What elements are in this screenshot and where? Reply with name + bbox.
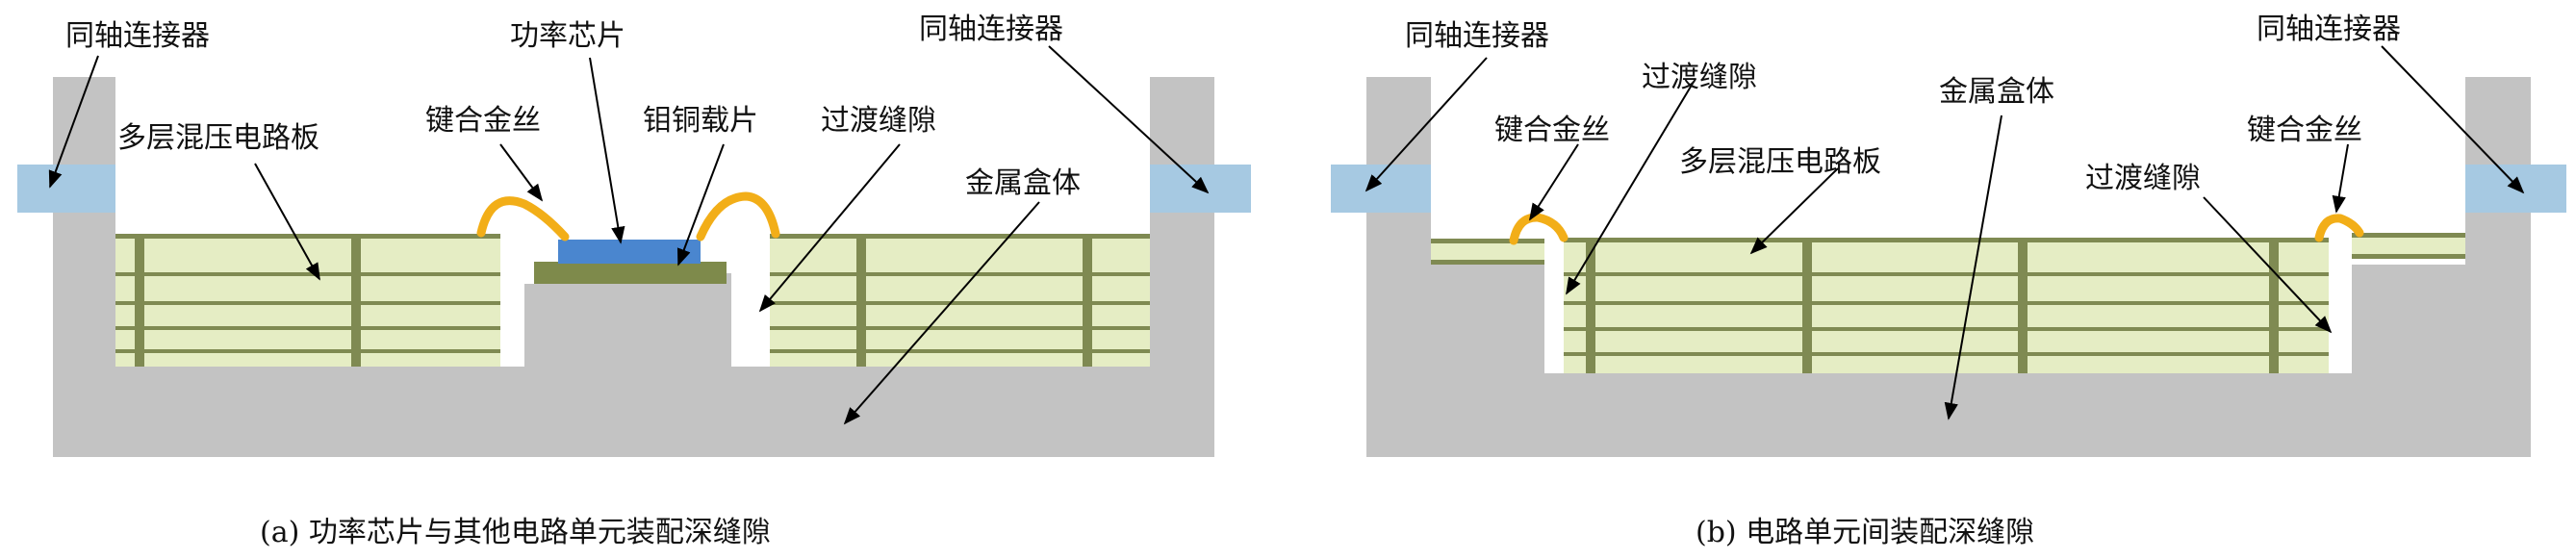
leader-coax-left-a xyxy=(48,55,99,189)
label-gap-a: 过渡缝隙 xyxy=(821,104,936,138)
label-bond-wire-left-b: 键合金丝 xyxy=(1494,114,1610,147)
bond-wire-right-b xyxy=(2314,214,2364,242)
gap-left-b xyxy=(1544,238,1564,373)
leader-coax-left-b xyxy=(1365,57,1488,192)
power-chip-a xyxy=(558,240,701,264)
gap-right-b xyxy=(2329,238,2349,373)
panel-a: 同轴连接器 同轴连接器 多层混压电路板 键合金丝 功率芯片 钼铜载片 过渡缝隙 … xyxy=(17,13,1251,549)
label-carrier-a: 钼铜载片 xyxy=(643,104,758,138)
label-coax-left-b: 同轴连接器 xyxy=(1405,19,1549,53)
label-pcb-b: 多层混压电路板 xyxy=(1679,145,1881,179)
label-metal-box-b: 金属盒体 xyxy=(1939,75,2054,109)
coax-connector-right-a xyxy=(1150,165,1251,213)
leader-coax-right-b xyxy=(2381,45,2525,194)
leader-gap-left-b xyxy=(1566,81,1695,295)
label-gap-right-b: 过渡缝隙 xyxy=(2085,162,2201,195)
bond-wire-left-a xyxy=(476,196,570,241)
leader-bond-wire-left-b xyxy=(1529,143,1579,221)
pcb-right-a xyxy=(770,234,1150,367)
leader-bond-wire-a xyxy=(499,143,544,202)
caption-a: (a) 功率芯片与其他电路单元装配深缝隙 xyxy=(260,516,771,549)
bond-wire-right-a xyxy=(696,191,780,241)
pcb-main-b xyxy=(1564,238,2329,373)
gap-right-a xyxy=(731,234,770,367)
leader-gap-right-b xyxy=(2203,196,2333,334)
pedestal-a xyxy=(524,284,731,367)
thin-board-left-b xyxy=(1431,239,1544,265)
leader-gap-a xyxy=(758,143,901,313)
leader-metal-box-a xyxy=(843,201,1040,425)
carrier-a xyxy=(534,262,727,284)
coax-connector-right-b xyxy=(2465,165,2566,213)
label-bond-wire-right-b: 键合金丝 xyxy=(2247,114,2362,147)
label-metal-box-a: 金属盒体 xyxy=(965,166,1081,200)
label-bond-wire-a: 键合金丝 xyxy=(425,104,541,138)
label-gap-left-b: 过渡缝隙 xyxy=(1642,61,1757,94)
thin-board-right-b xyxy=(2352,233,2465,259)
coax-connector-left-a xyxy=(17,165,115,213)
leader-chip-a xyxy=(589,57,625,244)
leader-metal-box-b xyxy=(1944,114,2002,420)
leader-coax-right-a xyxy=(1048,45,1210,194)
label-coax-right-b: 同轴连接器 xyxy=(2257,13,2401,46)
leader-carrier-a xyxy=(676,143,725,267)
label-coax-left-a: 同轴连接器 xyxy=(65,19,210,53)
leader-pcb-a xyxy=(254,163,320,281)
metal-box-b xyxy=(1366,77,2531,457)
pcb-left-a xyxy=(115,234,500,367)
gap-left-a xyxy=(500,234,524,367)
caption-b: (b) 电路单元间装配深缝隙 xyxy=(1696,516,2034,549)
label-power-chip-a: 功率芯片 xyxy=(510,19,625,53)
leader-bond-wire-right-b xyxy=(2332,143,2349,214)
leader-pcb-b xyxy=(1749,167,1839,255)
coax-connector-left-b xyxy=(1331,165,1431,213)
label-coax-right-a: 同轴连接器 xyxy=(919,13,1063,46)
label-pcb-a: 多层混压电路板 xyxy=(117,121,319,155)
panel-b: 同轴连接器 同轴连接器 过渡缝隙 键合金丝 金属盒体 多层混压电路板 键合金丝 … xyxy=(1331,13,2566,549)
bond-wire-left-b xyxy=(1509,213,1569,245)
